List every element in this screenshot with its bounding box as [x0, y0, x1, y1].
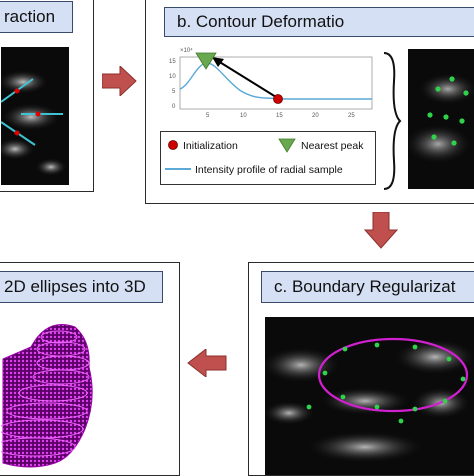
boundary-point: [322, 370, 328, 376]
x-tick-label: 10: [240, 113, 247, 119]
contour-point: [463, 90, 469, 96]
panel-c-title-text: c. Boundary Regularizat: [274, 277, 456, 296]
legend-nearest-peak: Nearest peak: [301, 140, 364, 152]
boundary-point: [398, 418, 404, 424]
fitted-ellipse: [317, 337, 469, 413]
block-arrow-icon: [187, 349, 227, 377]
x-tick-label: 5: [206, 113, 210, 119]
legend-initialization: Initialization: [183, 140, 238, 152]
intensity-plot: ×10⁴ 15 10 5 0 5 10 15 20 25: [169, 47, 373, 119]
y-tick-label: 10: [169, 74, 176, 80]
panel-c-image: [265, 317, 474, 475]
boundary-point: [306, 404, 312, 410]
legend-peak-marker: [278, 138, 296, 153]
panel-b-scan: [408, 73, 474, 164]
panel-b-title: b. Contour Deformatio: [164, 7, 474, 37]
panel-d-title-text: 2D ellipses into 3D: [4, 277, 146, 296]
legend-profile: Intensity profile of radial sample: [195, 164, 343, 176]
boundary-point: [412, 344, 418, 350]
y-tick-label: 5: [172, 89, 176, 95]
block-arrow-icon: [102, 66, 137, 96]
panel-a-image: [1, 47, 69, 185]
panel-c-scan: [265, 337, 474, 463]
x-tick-label: 15: [276, 113, 283, 119]
contour-point: [427, 112, 433, 118]
arrow-a-to-b: [102, 66, 137, 96]
arrow-head-icon: [212, 57, 224, 67]
boundary-point: [374, 342, 380, 348]
panel-boundary-regularization: c. Boundary Regularizat: [248, 262, 474, 476]
contour-point: [435, 86, 441, 92]
boundary-point: [340, 394, 346, 400]
init-point: [35, 111, 41, 117]
plot-legend: Initialization Nearest peak Intensity pr…: [160, 131, 376, 185]
y-tick-label: 0: [172, 104, 176, 110]
initialization-marker: [273, 94, 283, 104]
arrow-c-to-d: [187, 349, 227, 377]
boundary-point: [460, 376, 466, 382]
panel-a-title-text: raction: [4, 7, 56, 26]
contour-point: [449, 76, 455, 82]
block-arrow-icon: [364, 212, 398, 249]
nearest-peak-marker: [195, 52, 217, 70]
panel-b-image: [408, 49, 474, 189]
reconstructed-3d-mesh: [1, 324, 93, 468]
panel-feature-extraction: raction: [0, 0, 94, 192]
legend-init-marker: [168, 140, 178, 150]
init-point: [14, 88, 20, 94]
boundary-point: [442, 398, 448, 404]
contour-point: [459, 118, 465, 124]
panel-b-title-text: b. Contour Deformatio: [177, 12, 345, 31]
intensity-profile-line: [179, 62, 372, 100]
arrow-to-peak: [217, 60, 277, 98]
arrow-b-to-c: [364, 212, 398, 249]
contour-point: [451, 140, 457, 146]
boundary-point: [342, 346, 348, 352]
x-tick-label: 25: [348, 113, 355, 119]
panel-ellipses-to-3d: 2D ellipses into 3D: [0, 262, 180, 476]
curly-brace-icon: [383, 52, 402, 190]
boundary-point: [374, 404, 380, 410]
contour-point: [431, 134, 437, 140]
boundary-point: [446, 356, 452, 362]
panel-a-title: raction: [0, 1, 73, 33]
boundary-point: [412, 406, 418, 412]
x-tick-label: 20: [312, 113, 319, 119]
contour-point: [443, 114, 449, 120]
plot-exponent-label: ×10⁴: [180, 47, 193, 54]
panel-contour-deformation: b. Contour Deformatio ×10⁴ 15 10 5 0 5 1…: [145, 0, 474, 204]
init-point: [14, 130, 20, 136]
panel-a-scan: [1, 70, 67, 176]
panel-d-title: 2D ellipses into 3D: [0, 271, 163, 303]
panel-c-title: c. Boundary Regularizat: [261, 271, 474, 303]
y-tick-label: 15: [169, 59, 176, 65]
